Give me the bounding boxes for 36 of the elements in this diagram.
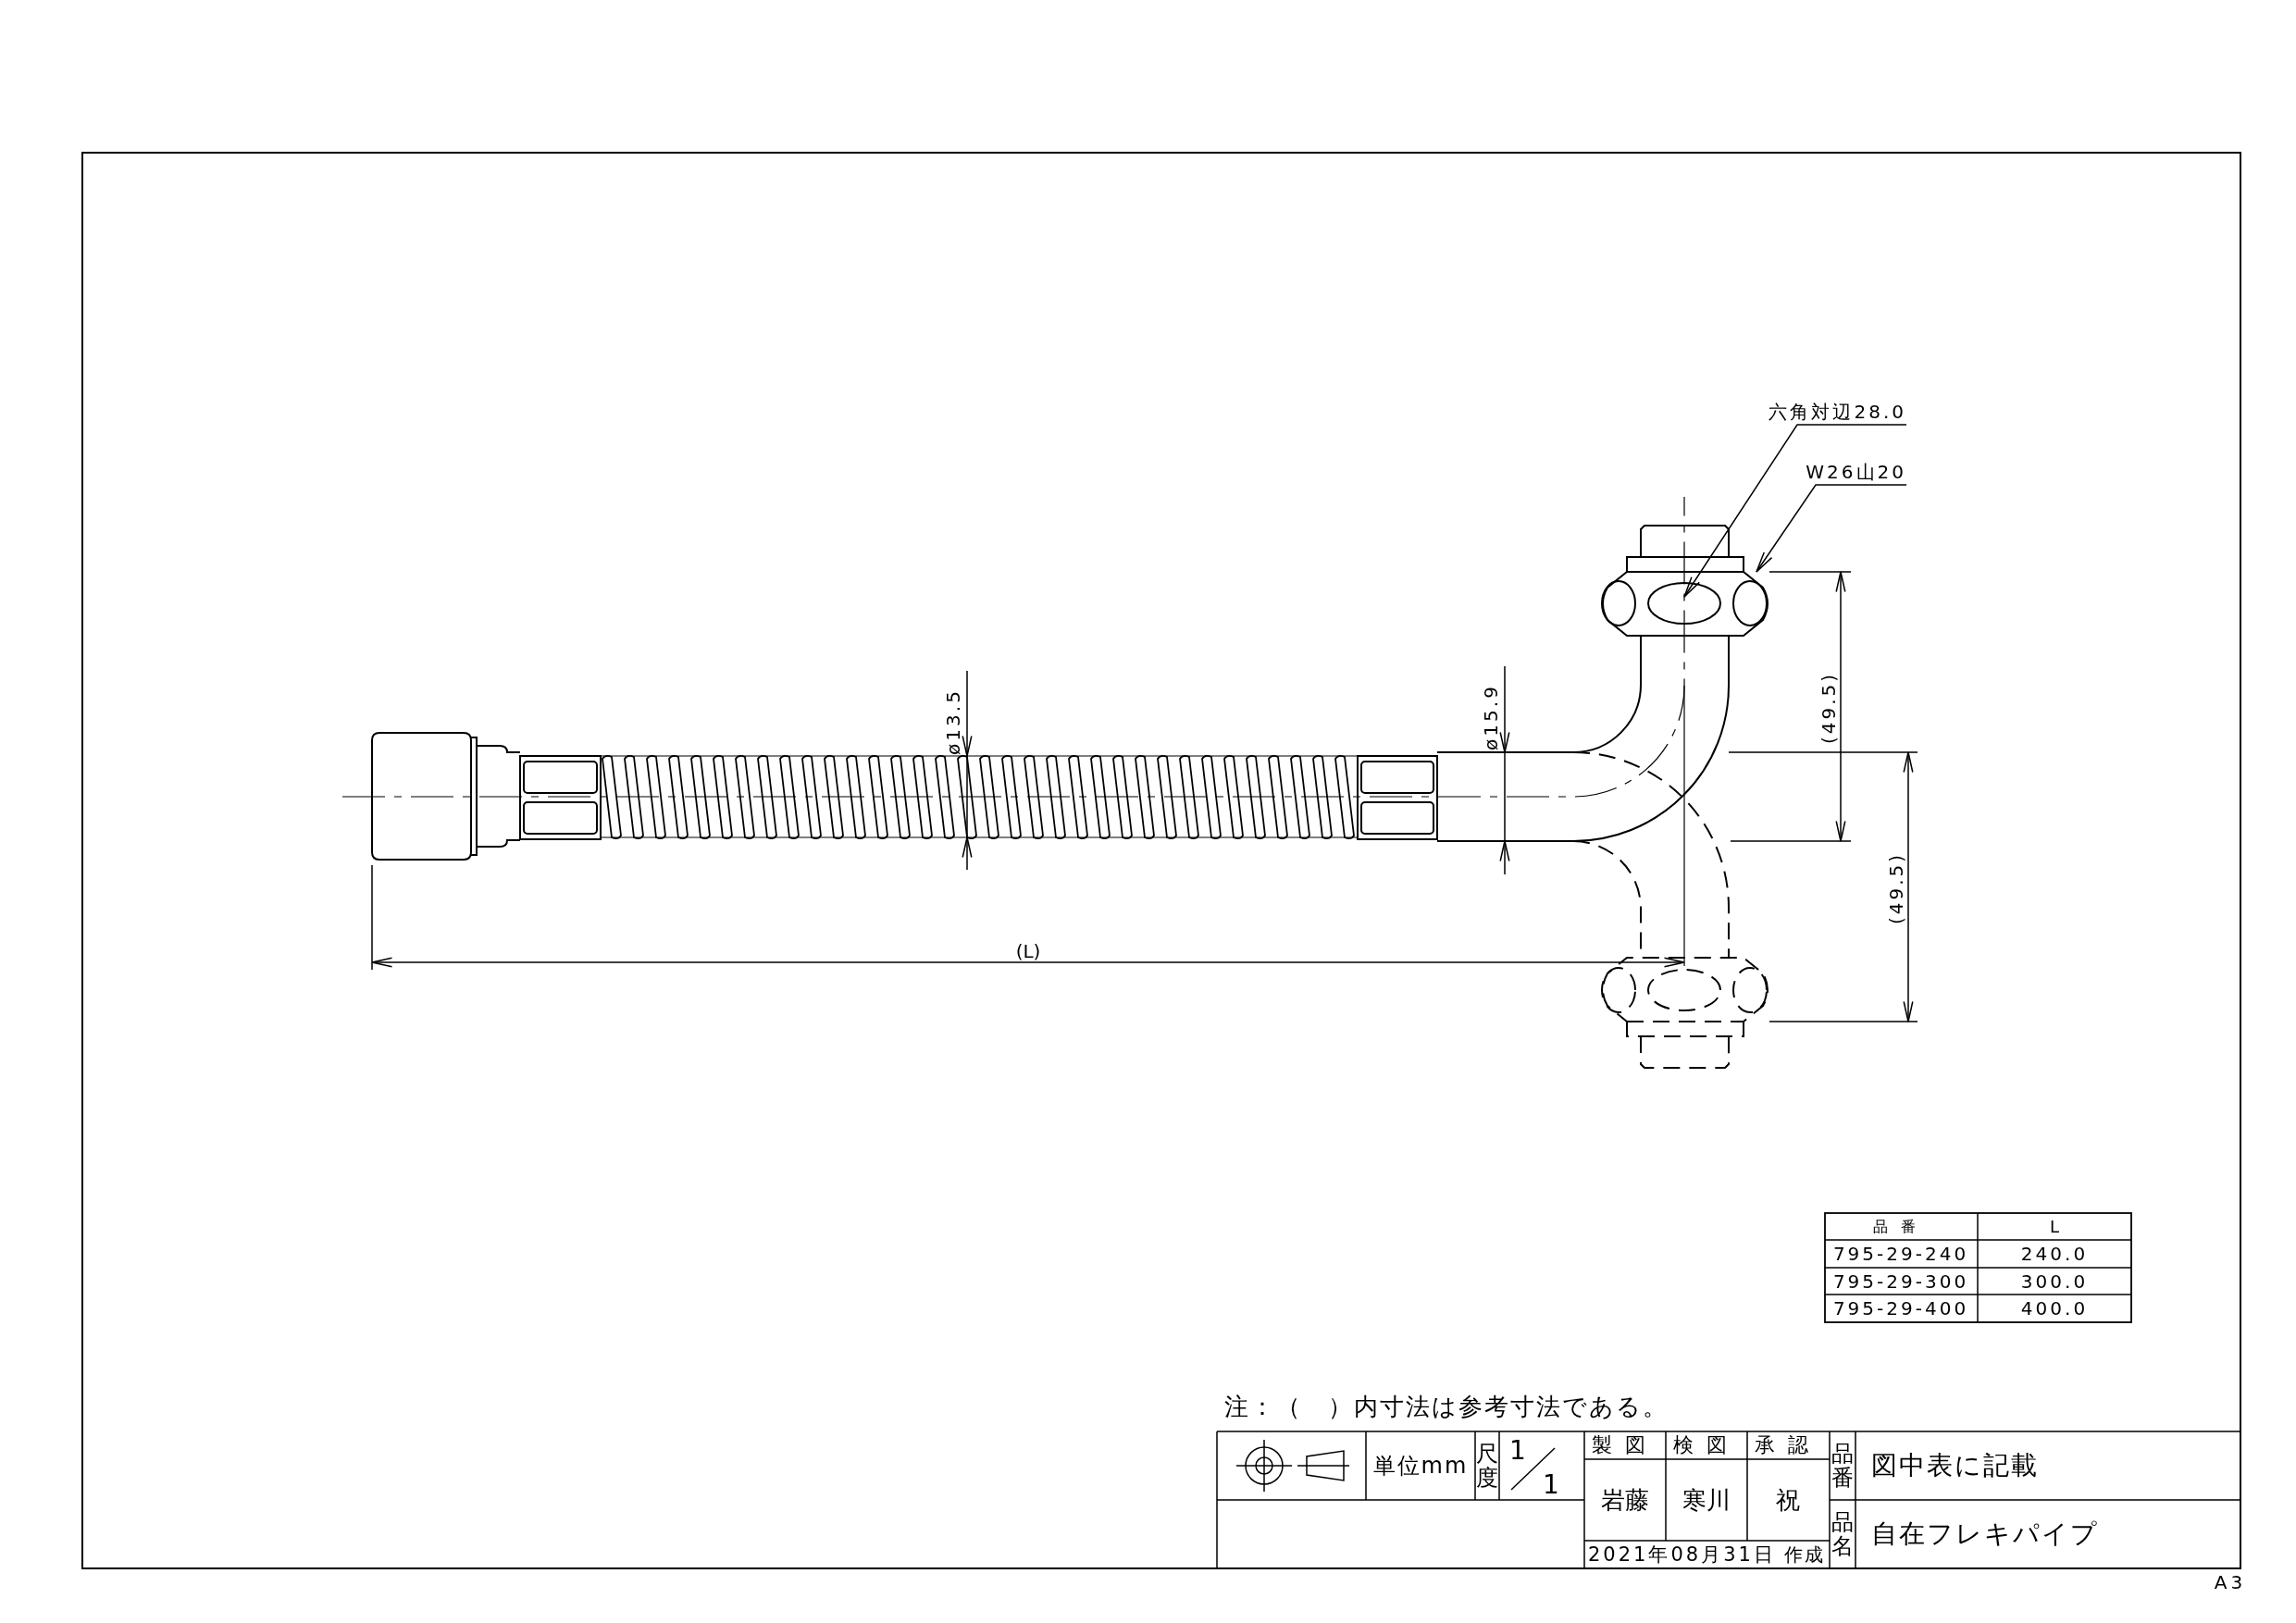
- length-value: 400.0: [2020, 1299, 2089, 1318]
- signature-name: 岩藤: [1601, 1488, 1649, 1512]
- part-number: 795-29-400: [1832, 1299, 1969, 1318]
- sheet-size-text: A3: [2214, 1573, 2247, 1592]
- leader-text: 六角対辺28.0: [1769, 403, 1906, 421]
- scale-value: 1: [1509, 1438, 1526, 1464]
- part-number: 795-29-240: [1832, 1245, 1969, 1263]
- length-value: 300.0: [2020, 1272, 2089, 1291]
- hex-nut-drawing: [1601, 571, 1769, 637]
- column-heading: 品番: [1873, 1220, 1929, 1234]
- field-heading: 作成: [1784, 1545, 1825, 1564]
- field-heading: 品番: [1831, 1441, 1854, 1491]
- drawing-number-text: 図中表に記載: [1871, 1453, 2039, 1479]
- unit-text: 単位mm: [1372, 1455, 1469, 1477]
- field-heading: 承認: [1755, 1435, 1821, 1456]
- dimension-label: (L): [1015, 942, 1041, 960]
- date-text: 2021年08月31日: [1588, 1544, 1776, 1565]
- length-value: 240.0: [2020, 1245, 2089, 1263]
- dimension-label: ø13.5: [944, 688, 962, 755]
- leader-line: [1756, 484, 1907, 573]
- leader-text: W26山20: [1806, 463, 1906, 481]
- part-number: 795-29-300: [1832, 1272, 1969, 1291]
- dimension-label: (49.5): [1819, 671, 1838, 745]
- field-heading: 品名: [1831, 1509, 1854, 1559]
- column-heading: L: [2050, 1219, 2059, 1235]
- signature-name: 祝: [1776, 1488, 1800, 1512]
- dimension-label: (49.5): [1887, 851, 1905, 925]
- field-heading: 製図: [1592, 1435, 1658, 1456]
- field-heading: 検図: [1673, 1435, 1740, 1456]
- product-name: 自在フレキパイプ: [1871, 1521, 2099, 1547]
- signature-name: 寒川: [1682, 1488, 1731, 1512]
- leader-line: [1683, 424, 1907, 598]
- note-text: 注：（ ）内寸法は参考寸法である。: [1224, 1394, 1669, 1419]
- scale-heading: 尺度: [1476, 1441, 1498, 1491]
- dimension-label: ø15.9: [1482, 684, 1500, 750]
- scale-value: 1: [1543, 1472, 1559, 1498]
